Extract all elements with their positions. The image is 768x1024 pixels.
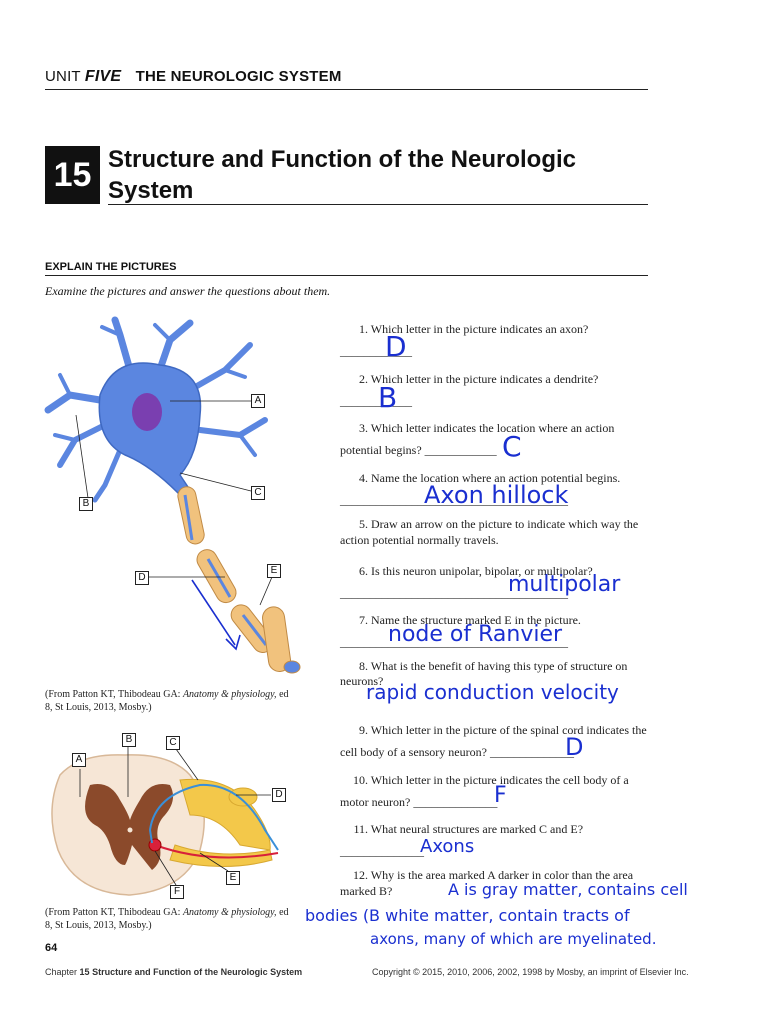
title-rule <box>108 204 648 205</box>
spinal-label-f: F <box>170 885 184 899</box>
neuron-label-d: D <box>135 571 149 585</box>
question-7: 7. Name the structure marked E in the pi… <box>340 613 581 649</box>
footer-chapter: Chapter 15 Structure and Function of the… <box>45 967 303 977</box>
question-11: 11. What neural structures are marked C … <box>340 822 584 858</box>
answer-12-line1: A is gray matter, contains cell <box>448 880 688 899</box>
dorsal-root-ganglion <box>228 787 258 807</box>
answer-7: node of Ranvier <box>388 622 563 647</box>
motor-axon <box>154 844 279 859</box>
section-heading: EXPLAIN THE PICTURES <box>45 261 177 273</box>
question-8: 8. What is the benefit of having this ty… <box>340 659 628 688</box>
question-9: 9. Which letter in the picture of the sp… <box>340 723 647 759</box>
spinal-label-e: E <box>226 871 240 885</box>
interneuron <box>149 829 153 844</box>
neuron-caption: (From Patton KT, Thibodeau GA: Anatomy &… <box>45 689 289 713</box>
chapter-title-line2: System <box>108 177 194 204</box>
section-instruction: Examine the pictures and answer the ques… <box>45 284 331 298</box>
question-1: 1. Which letter in the picture indicates… <box>340 322 589 358</box>
chapter-number-box: 15 <box>45 146 100 204</box>
neuron-label-e: E <box>267 564 281 578</box>
spinal-caption: (From Patton KT, Thibodeau GA: Anatomy &… <box>45 907 289 931</box>
spinal-label-b: B <box>122 733 136 747</box>
answer-8: rapid conduction velocity <box>366 680 619 704</box>
unit-header: UNIT FIVE THE NEUROLOGIC SYSTEM <box>45 68 342 86</box>
chapter-title: Structure and Function of the Neurologic… <box>108 144 648 206</box>
question-5: 5. Draw an arrow on the picture to indic… <box>340 517 639 547</box>
answer-4: Axon hillock <box>424 481 569 509</box>
question-12: 12. Why is the area marked A darker in c… <box>340 868 634 898</box>
spinal-label-d: D <box>272 788 286 802</box>
neuron-leader-lines <box>75 400 273 606</box>
neuron-label-a: A <box>251 394 265 408</box>
question-6: 6. Is this neuron unipolar, bipolar, or … <box>340 564 593 600</box>
sensory-axon <box>149 783 279 851</box>
chapter-title-line1: Structure and Function of the Neurologic <box>108 146 576 173</box>
spinal-leader-lines <box>79 747 271 886</box>
question-10: 10. Which letter in the picture indicate… <box>340 773 629 809</box>
answer-6: multipolar <box>508 572 621 597</box>
axon <box>177 486 301 674</box>
page-number: 64 <box>45 942 58 954</box>
unit-number: FIVE <box>84 68 122 85</box>
header-rule <box>45 89 648 90</box>
unit-title: THE NEUROLOGIC SYSTEM <box>135 68 342 85</box>
dendrites <box>44 316 268 503</box>
answer-2: B <box>378 381 398 414</box>
answer-12-line2: bodies (B white matter, contain tracts o… <box>305 906 630 925</box>
spinal-cord-figure <box>51 747 279 896</box>
neuron-label-c: C <box>251 486 265 500</box>
central-canal <box>127 827 133 833</box>
answer-1: D <box>385 330 407 363</box>
neuron-label-b: B <box>79 497 93 511</box>
answer-11: Axons <box>420 836 475 857</box>
footer-copyright: Copyright © 2015, 2010, 2006, 2002, 1998… <box>372 967 689 977</box>
neuron-figure <box>44 316 301 674</box>
section-rule <box>45 275 648 276</box>
unit-word: UNIT <box>45 68 81 85</box>
question-4: 4. Name the location where an action pot… <box>340 471 621 507</box>
handwritten-arrowhead <box>225 634 241 651</box>
handwritten-arrow <box>191 579 236 646</box>
answer-3: C <box>502 430 522 463</box>
answer-9: D <box>565 733 584 761</box>
question-2: 2. Which letter in the picture indicates… <box>340 372 599 408</box>
spinal-label-a: A <box>72 753 86 767</box>
spinal-label-c: C <box>166 736 180 750</box>
nucleus <box>132 393 162 431</box>
question-3: 3. Which letter indicates the location w… <box>340 421 615 457</box>
answer-10: F <box>494 783 507 808</box>
ventral-root <box>169 844 273 867</box>
answer-12-line3: axons, many of which are myelinated. <box>370 930 657 948</box>
